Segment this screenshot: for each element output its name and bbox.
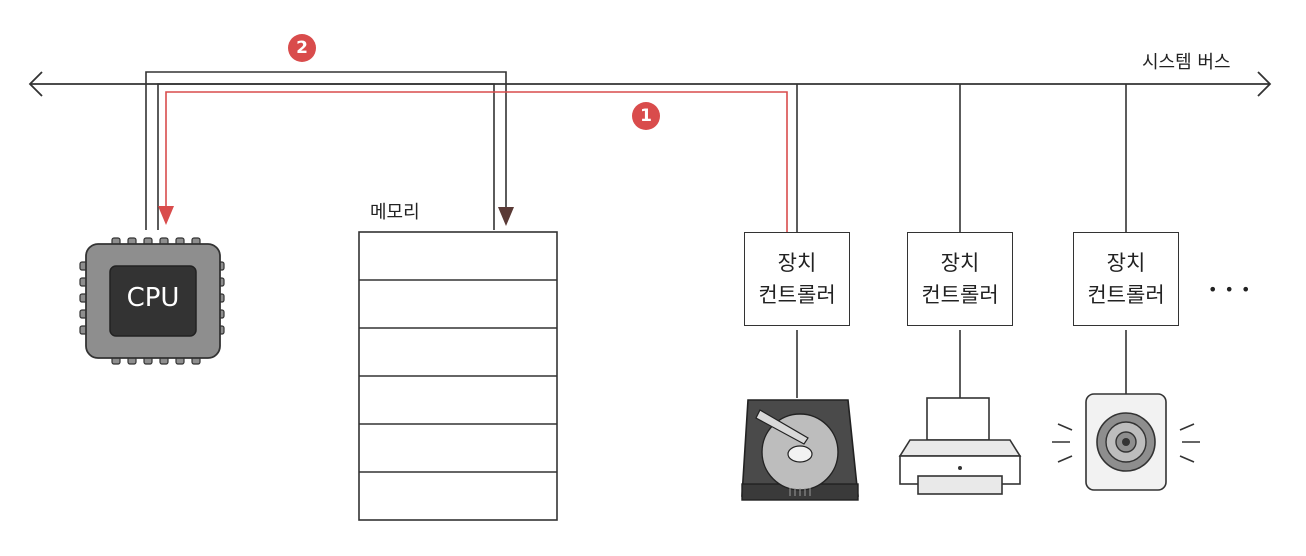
hard-disk-icon (741, 399, 859, 501)
more-devices-ellipsis: • • • (1208, 280, 1252, 299)
arrowhead-down-memory (498, 207, 514, 226)
memory-label: 메모리 (370, 202, 420, 223)
device-controller-2: 장치 컨트롤러 (907, 232, 1013, 326)
path-2-cpu-memory (145, 71, 507, 230)
controller-label-line2: 컨트롤러 (921, 283, 999, 307)
path-1-device-cpu (165, 91, 788, 232)
cpu-chip (79, 237, 225, 365)
controller-label-line1: 장치 (1106, 251, 1146, 275)
memory-block (358, 231, 558, 521)
speaker-icon (1052, 393, 1200, 491)
controller-label-line2: 컨트롤러 (758, 283, 836, 307)
controller-label-line1: 장치 (940, 251, 980, 275)
step-badge-2: 2 (288, 34, 316, 62)
step-badge-1: 1 (632, 102, 660, 130)
controller-label-line2: 컨트롤러 (1087, 283, 1165, 307)
printer-icon (898, 397, 1022, 495)
controller-taps (796, 84, 1127, 402)
system-bus-label: 시스템 버스 (1142, 52, 1231, 73)
device-controller-1: 장치 컨트롤러 (744, 232, 850, 326)
controller-label-line1: 장치 (777, 251, 817, 275)
arrowhead-down-cpu (158, 206, 174, 225)
cpu-label: CPU (126, 283, 180, 313)
device-controller-3: 장치 컨트롤러 (1073, 232, 1179, 326)
